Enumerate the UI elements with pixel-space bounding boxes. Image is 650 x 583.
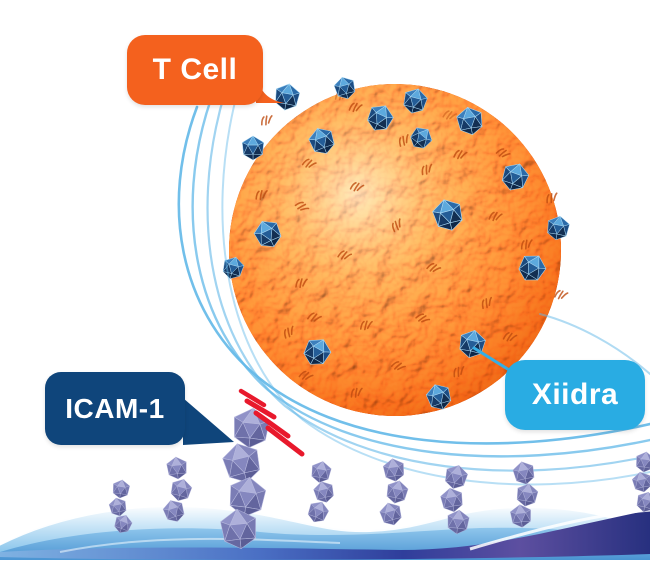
- t-cell-callout-tail: [256, 74, 284, 103]
- cell-membrane: [0, 503, 650, 560]
- blocked-binding-marks: [238, 388, 305, 457]
- icam1-callout: ICAM-1: [45, 372, 185, 445]
- icam1-callout-tail: [183, 398, 234, 445]
- membrane-dark-band: [0, 510, 650, 560]
- icam1-stack: [304, 459, 337, 526]
- icam1-callout-label: ICAM-1: [65, 392, 165, 424]
- t-cell-callout: T Cell: [127, 35, 263, 105]
- t-cell-sphere: [220, 74, 571, 416]
- t-cell-callout-label: T Cell: [152, 53, 238, 86]
- membrane-right-highlight: [469, 508, 650, 551]
- membrane-left-highlight: [59, 537, 341, 553]
- xiidra-callout-label: Xiidra: [531, 378, 619, 411]
- xiidra-callout: Xiidra: [505, 360, 645, 430]
